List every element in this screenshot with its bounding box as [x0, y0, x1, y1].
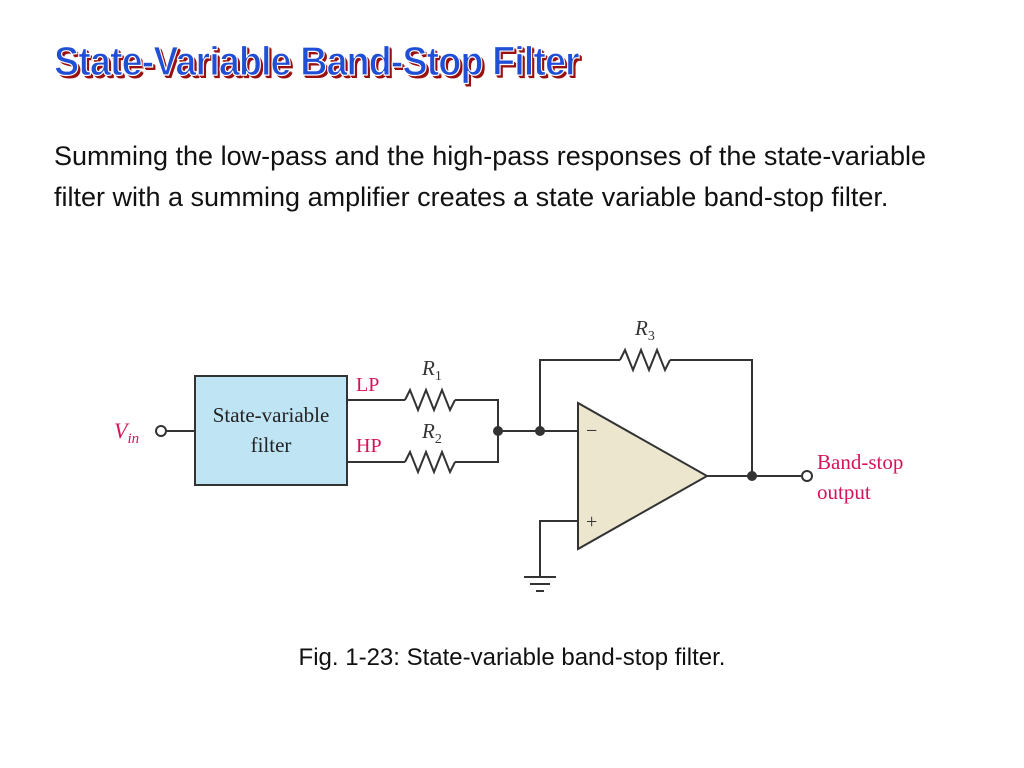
junction-dot-inverting: [535, 426, 545, 436]
r1-right-wire: [455, 399, 499, 431]
slide-title: State-Variable Band-Stop Filter: [53, 37, 580, 84]
opamp-minus-label: −: [586, 420, 597, 442]
r2-label: R2: [421, 419, 442, 447]
opamp-plus-label: +: [586, 511, 597, 533]
lp-label: LP: [356, 374, 379, 396]
figure-caption: Fig. 1-23: State-variable band-stop filt…: [298, 644, 726, 671]
junction-dot-output: [747, 471, 757, 481]
r2-label-subscript: 2: [435, 432, 442, 447]
block-label-line1: State-variable: [213, 403, 330, 427]
resistor-r2: [404, 449, 456, 475]
circuit-diagram: Vin State-variable filter LP HP R1 R2 R3…: [114, 316, 903, 592]
r1-label: R1: [421, 356, 442, 384]
junction-dot-sum: [493, 426, 503, 436]
input-terminal: [155, 425, 167, 437]
output-terminal: [801, 470, 813, 482]
r3-label-subscript: 3: [648, 329, 655, 344]
r1-label-subscript: 1: [435, 369, 442, 384]
hp-label: HP: [356, 435, 382, 457]
state-variable-filter-block: [194, 375, 348, 486]
r2-right-wire: [455, 431, 499, 463]
feedback-wire-right: [670, 359, 753, 476]
r3-label: R3: [634, 316, 655, 344]
input-label: Vin: [114, 418, 139, 447]
feedback-wire-left: [539, 359, 620, 431]
block-label-line2: filter: [251, 433, 292, 457]
body-text: Summing the low-pass and the high-pass r…: [54, 141, 926, 212]
input-label-subscript: in: [127, 431, 139, 447]
resistor-r3: [619, 347, 671, 373]
ground-wire: [539, 520, 578, 577]
output-label-line2: output: [817, 480, 871, 504]
resistor-r1: [404, 387, 456, 413]
op-amp: [577, 401, 710, 551]
output-label-line1: Band-stop: [817, 450, 903, 474]
